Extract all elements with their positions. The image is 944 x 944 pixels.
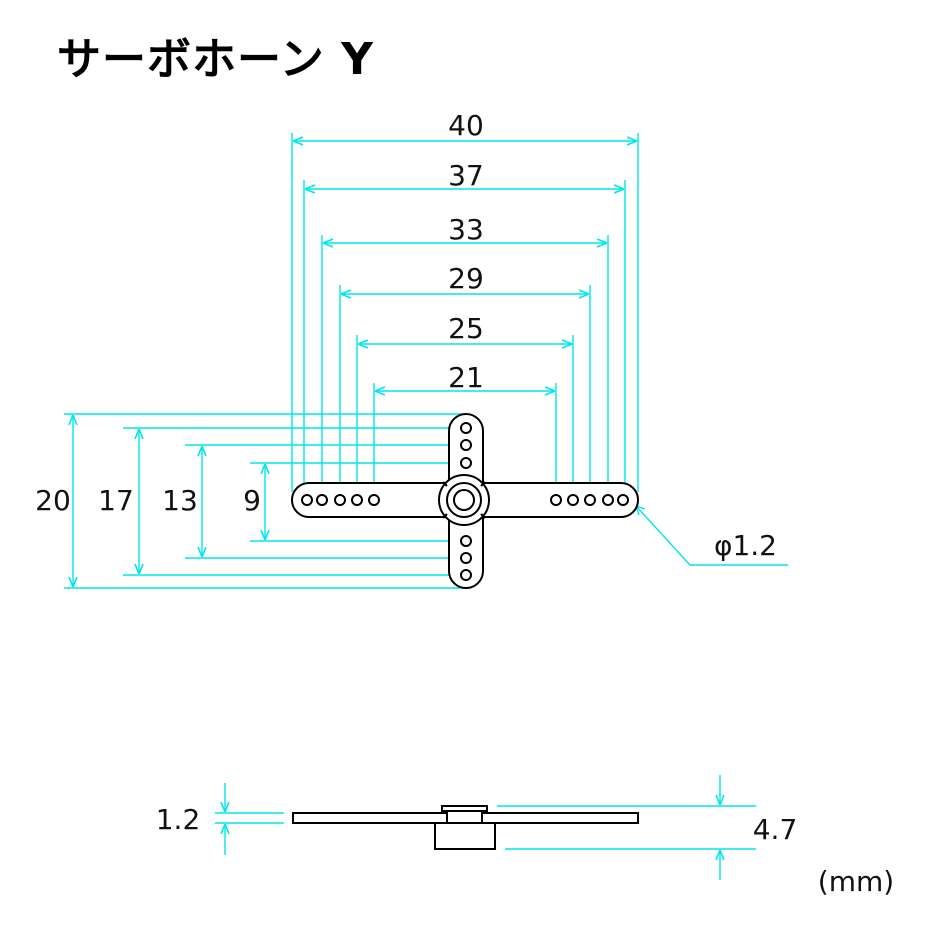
horn-top-view bbox=[291, 412, 639, 589]
right-arm-holes bbox=[550, 494, 629, 506]
hole-callout bbox=[635, 505, 788, 566]
dim-label-29: 29 bbox=[448, 262, 484, 295]
bottom-arm-holes bbox=[460, 535, 472, 581]
dim-label-9: 9 bbox=[243, 484, 261, 517]
side-hub-cap bbox=[441, 805, 488, 812]
side-hub-body bbox=[434, 822, 496, 850]
dim-label-21: 21 bbox=[448, 361, 484, 394]
vertical-dimensions bbox=[64, 413, 466, 589]
hole-diameter-label: φ1.2 bbox=[714, 529, 777, 562]
top-arm-holes bbox=[460, 422, 472, 469]
hub-center-hole bbox=[453, 489, 475, 511]
dim-label-17: 17 bbox=[98, 484, 134, 517]
height-label: 4.7 bbox=[753, 813, 798, 846]
hub-notches bbox=[442, 481, 486, 519]
unit-label: (mm) bbox=[818, 865, 894, 898]
thickness-label: 1.2 bbox=[156, 803, 201, 836]
side-dimensions bbox=[215, 775, 756, 880]
side-hub-top bbox=[446, 810, 483, 824]
horn-side-view bbox=[292, 805, 639, 850]
dim-label-25: 25 bbox=[448, 312, 484, 345]
horizontal-dimensions bbox=[291, 133, 639, 492]
left-arm-holes bbox=[301, 494, 380, 506]
page-title: サーボホーン Y bbox=[57, 34, 374, 85]
dim-label-37: 37 bbox=[448, 159, 484, 192]
dim-label-40: 40 bbox=[448, 109, 484, 142]
dim-label-20: 20 bbox=[35, 484, 71, 517]
dim-label-33: 33 bbox=[448, 213, 484, 246]
dim-label-13: 13 bbox=[162, 484, 198, 517]
